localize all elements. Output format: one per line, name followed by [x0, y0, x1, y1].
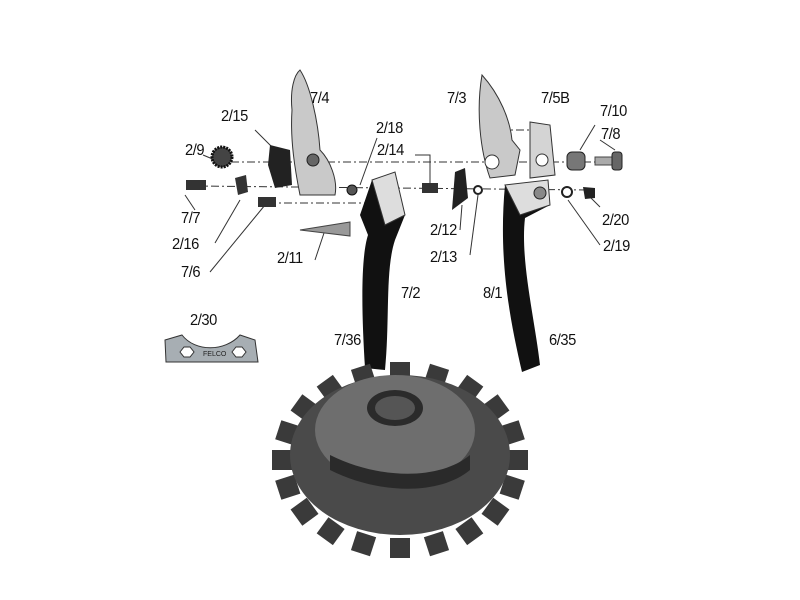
- label-7-10: 7/10: [600, 103, 627, 120]
- screw-7-7: [186, 180, 206, 190]
- handle-7-2: [360, 172, 405, 370]
- handle-8-1: [502, 180, 550, 372]
- label-7-7: 7/7: [181, 210, 201, 227]
- spring-2-11: [299, 221, 351, 237]
- part-7-5B: [529, 121, 556, 179]
- part-2-12: [452, 168, 468, 210]
- label-7-36: 7/36: [334, 332, 361, 349]
- label-8-1: 8/1: [483, 285, 503, 302]
- label-7-4: 7/4: [310, 90, 330, 107]
- label-2-9: 2/9: [185, 142, 205, 159]
- label-2-11: 2/11: [277, 250, 303, 267]
- washer-2-19: [561, 186, 573, 198]
- label-7-6: 7/6: [181, 264, 201, 281]
- part-7-10: [566, 151, 586, 171]
- gear-tooth: [455, 517, 484, 546]
- gear-photo: [272, 362, 528, 558]
- label-7-5b: 7/5B: [541, 90, 570, 107]
- bolt-7-8: [594, 156, 614, 166]
- part-2-16: [235, 175, 248, 195]
- gear-tooth: [275, 474, 301, 500]
- label-2-14: 2/14: [377, 142, 404, 159]
- part-2-9: [210, 145, 234, 169]
- gear-tooth: [316, 517, 345, 546]
- gear-tooth: [390, 538, 410, 558]
- label-7-8: 7/8: [601, 126, 621, 143]
- gear-tooth: [508, 450, 528, 470]
- gear-tooth: [272, 450, 292, 470]
- gear-tooth: [423, 531, 450, 557]
- label-6-35: 6/35: [549, 332, 576, 349]
- gear-tooth: [499, 474, 525, 500]
- label-2-15: 2/15: [221, 108, 248, 125]
- label-7-3: 7/3: [447, 90, 467, 107]
- part-2-15: [268, 145, 292, 188]
- label-2-13: 2/13: [430, 249, 457, 266]
- label-2-19: 2/19: [603, 238, 630, 255]
- label-2-30: 2/30: [190, 312, 217, 329]
- label-2-18: 2/18: [376, 120, 403, 137]
- washer-2-18: [346, 184, 358, 196]
- label-2-12: 2/12: [430, 222, 457, 239]
- washer-2-13: [473, 185, 483, 195]
- label-2-16: 2/16: [172, 236, 199, 253]
- gear-tooth: [481, 497, 510, 526]
- blade-7-3: [478, 73, 521, 179]
- label-7-2: 7/2: [401, 285, 421, 302]
- felco-logo: FELCO: [203, 351, 227, 358]
- blade-7-4: [291, 69, 337, 196]
- label-2-20: 2/20: [602, 212, 629, 229]
- gear-tooth: [290, 497, 319, 526]
- gear-tooth: [350, 531, 377, 557]
- screw-2-14: [422, 183, 438, 193]
- screw-7-6: [258, 197, 276, 207]
- nut-2-20: [583, 187, 595, 199]
